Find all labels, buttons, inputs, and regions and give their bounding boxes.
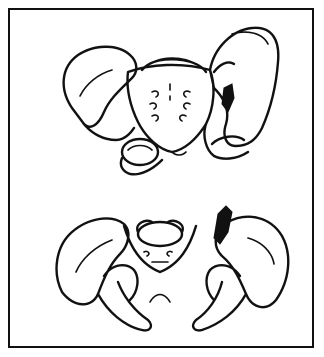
upper-sacral-foramina-left: [150, 91, 158, 121]
lower-left-obturator: [104, 265, 137, 300]
lower-right-pubic-arc: [193, 282, 246, 330]
lower-left-wing-inner-line: [76, 240, 112, 272]
lower-si-joint-lesion-marker: [214, 206, 232, 244]
lower-pubic-arch: [150, 295, 170, 303]
upper-right-wing-rim: [232, 32, 268, 44]
lower-l5-vertebral-body: [138, 222, 182, 246]
upper-left-iliac-wing: [64, 47, 137, 127]
lower-right-wing-inner-line: [248, 238, 274, 264]
lower-sacrum: [124, 226, 196, 272]
upper-right-iliac-wing: [210, 28, 278, 146]
upper-left-acetabulum: [122, 139, 158, 165]
lower-left-iliac-wing: [57, 218, 129, 304]
upper-si-joint-lesion-marker: [222, 84, 234, 112]
upper-right-ala-notch: [214, 62, 234, 72]
upper-left-wing-inner-line: [80, 70, 112, 96]
lower-pelvis-drawing: [57, 206, 289, 330]
lower-right-obturator: [207, 265, 240, 300]
upper-pelvis-drawing: [64, 28, 279, 174]
lower-left-pubic-arc: [98, 282, 151, 330]
lower-sacral-foramina: [144, 251, 172, 262]
upper-sacral-foramina-right: [180, 91, 190, 121]
upper-left-acetabulum-inner: [128, 146, 152, 151]
